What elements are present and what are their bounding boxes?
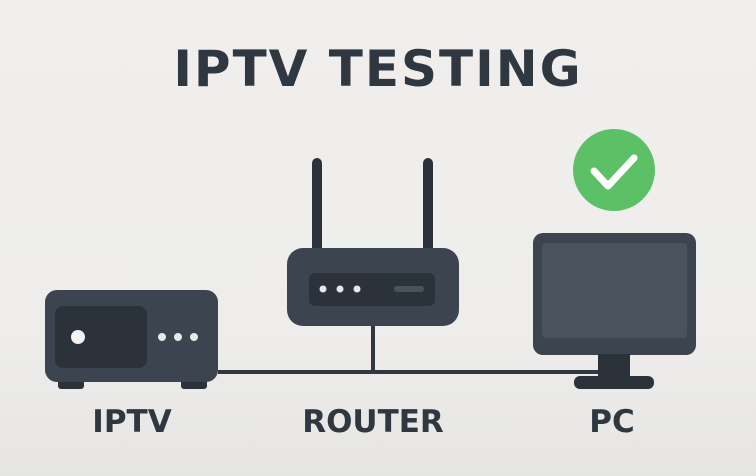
monitor-icon: [533, 233, 696, 389]
router-icon: [287, 158, 459, 326]
pc-label: PC: [589, 404, 635, 440]
iptv-label: IPTV: [92, 404, 172, 440]
page-title: IPTV TESTING: [173, 40, 583, 98]
cables: [218, 325, 600, 374]
set-top-box-icon: [45, 290, 218, 389]
router-label: ROUTER: [302, 404, 444, 440]
check-circle-icon: [573, 129, 655, 211]
